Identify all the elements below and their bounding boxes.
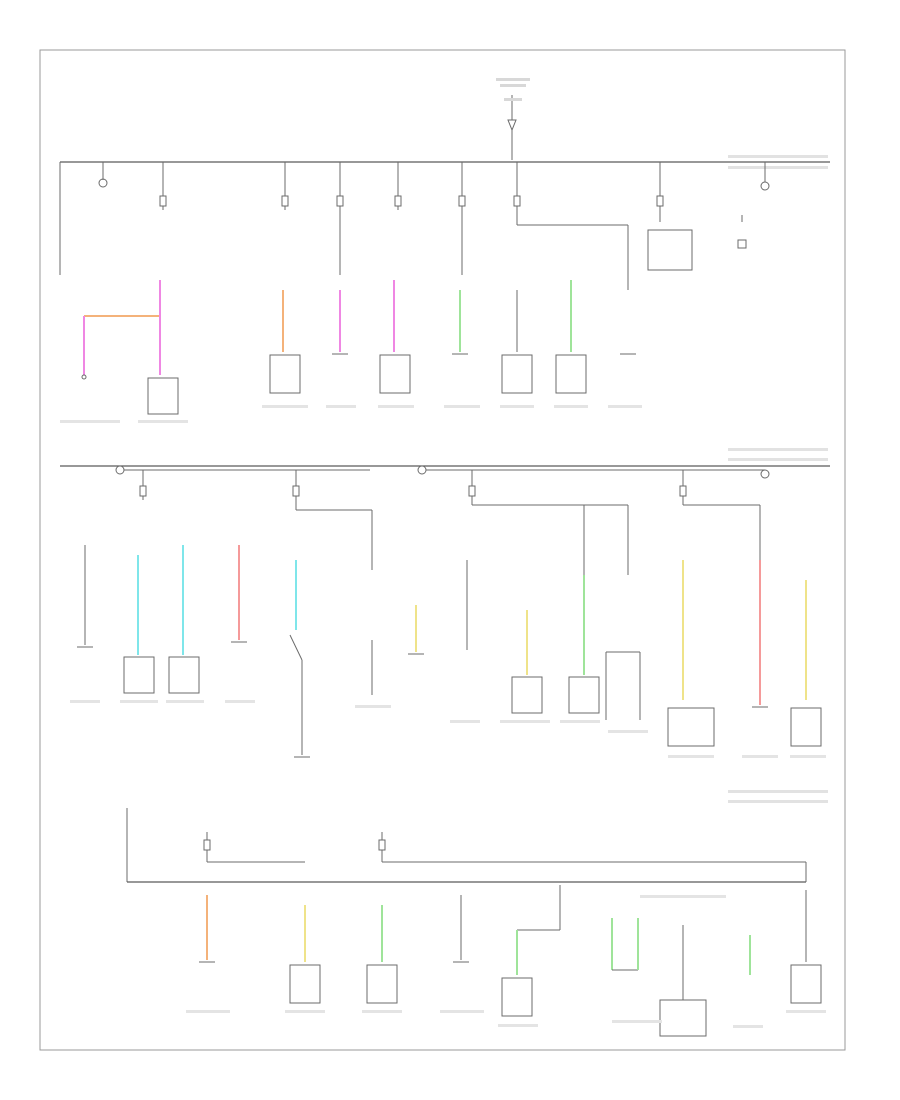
battery-feed (496, 78, 530, 160)
component-box (289, 964, 321, 1004)
component-box (501, 354, 533, 394)
component-box (269, 354, 301, 394)
fuse-link-symbol (507, 119, 517, 132)
component-box (366, 964, 398, 1004)
component-box (123, 656, 155, 694)
switch-contact (98, 178, 108, 188)
section-2 (60, 448, 830, 758)
component-box (511, 676, 543, 714)
component-box (568, 676, 600, 714)
section-3 (126, 790, 828, 1037)
relay-contact (737, 239, 747, 249)
section-1 (59, 155, 830, 423)
component-box (659, 999, 707, 1037)
component-box (790, 964, 822, 1004)
component-box (379, 354, 411, 394)
component-box (555, 354, 587, 394)
diagram-frame (39, 49, 846, 1051)
component-box (147, 377, 179, 415)
component-box (790, 707, 822, 747)
component-box (168, 656, 200, 694)
component-box (667, 707, 715, 747)
bus-1-fuses (159, 162, 770, 290)
component-box (501, 977, 533, 1017)
relay-box (647, 229, 693, 271)
